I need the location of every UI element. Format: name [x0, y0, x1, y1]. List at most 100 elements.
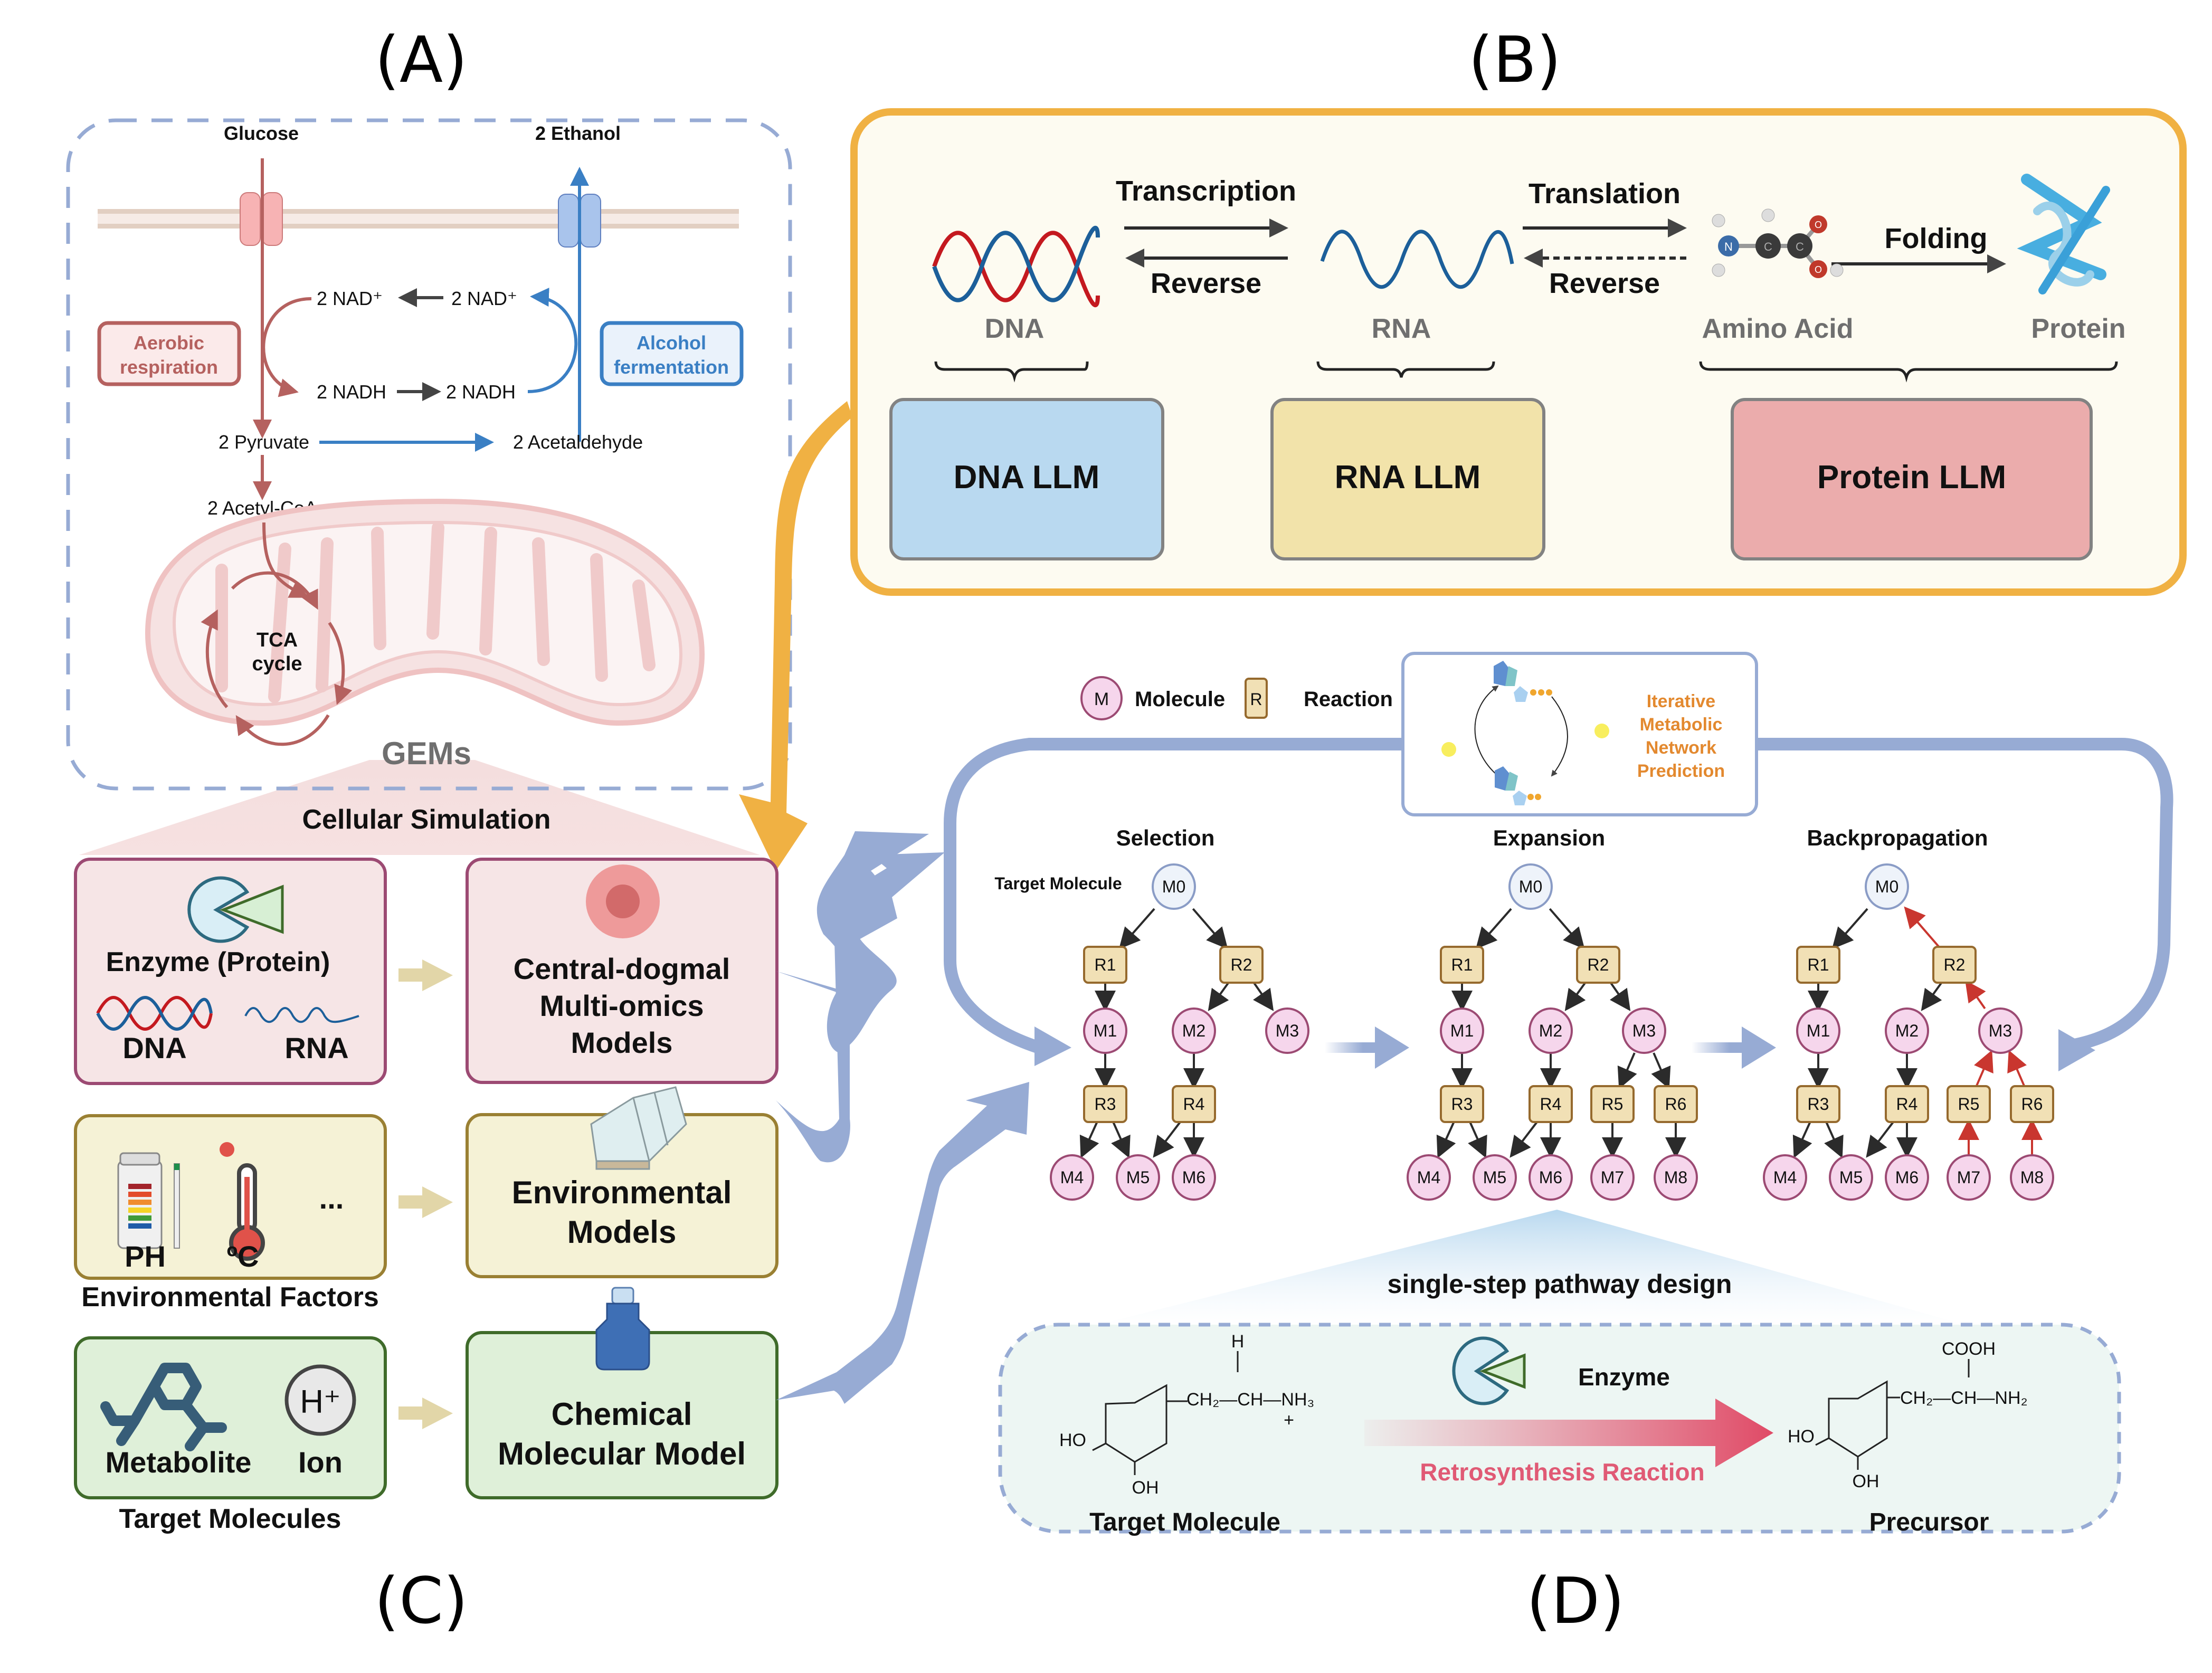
molecule-node-M0: M0: [1152, 863, 1196, 910]
iteration-loop-arrow: [944, 738, 2173, 1057]
node-label: M4: [1060, 1168, 1084, 1187]
single-step-enzyme-icon: [1452, 1336, 1510, 1405]
celsius-label: ºC: [227, 1240, 259, 1273]
single-step-title: single-step pathway design: [1388, 1269, 1732, 1299]
svg-text:Models: Models: [571, 1026, 673, 1059]
node-label: R3: [1808, 1095, 1829, 1114]
rna-llm-box: RNA LLM: [1270, 398, 1545, 560]
svg-text:fermentation: fermentation: [614, 356, 729, 378]
reaction-node-R1: R1: [1440, 946, 1484, 984]
svg-text:Aerobic: Aerobic: [134, 332, 204, 354]
tree-edge-R4-M5: [1510, 1121, 1538, 1158]
reaction-node-R3: R3: [1796, 1085, 1840, 1123]
molecule-node-M2: M2: [1529, 1007, 1573, 1054]
reaction-node-R4: R4: [1529, 1085, 1573, 1123]
dna-input-label: DNA: [122, 1031, 186, 1064]
molecule-node-M8: M8: [2010, 1154, 2054, 1201]
aerobic-nad-cycle-arrow: [262, 297, 312, 397]
dna-small-strand: [96, 996, 213, 1031]
molecule-node-M4: M4: [1050, 1154, 1094, 1201]
tree-edge-R3-M5: [1468, 1121, 1487, 1158]
tree-edge-R3-M4: [1079, 1121, 1099, 1158]
node-label: R2: [1944, 955, 1966, 974]
loop-arrowhead-left: [1034, 1026, 1071, 1066]
target-molecule-tree-label: Target Molecule: [994, 874, 1122, 893]
target-molecule-structure: [1092, 1351, 1239, 1475]
molecule-node-M3: M3: [1265, 1007, 1309, 1054]
environmental-factors-caption: Environmental Factors: [81, 1282, 378, 1313]
molecule-node-M8: M8: [1654, 1154, 1698, 1201]
row3-arrow: [398, 1398, 453, 1429]
translation-label: Translation: [1529, 178, 1681, 210]
dna-icon: [932, 226, 1100, 307]
tca-cycle-icon: [201, 571, 353, 746]
node-label: M3: [1989, 1021, 2012, 1040]
svg-text:O: O: [1815, 264, 1822, 275]
environmental-model-box: Environmental Models: [466, 1086, 779, 1278]
reaction-node-R1: R1: [1796, 946, 1840, 984]
atp-cycle-icon: [1441, 661, 1609, 805]
node-label: M8: [1664, 1168, 1687, 1187]
expansion-to-backprop-arrow: [1692, 1026, 1776, 1069]
enzyme-input-box: Enzyme (Protein) DNA RNA: [74, 858, 387, 1085]
tree-edge-M3-R5: [1617, 1052, 1637, 1089]
panel-label-a: (A): [375, 24, 468, 97]
iterative-line1: Iterative: [1647, 691, 1715, 711]
panel-label-c: (C): [374, 1565, 468, 1638]
target-molecules-caption: Target Molecules: [119, 1504, 341, 1534]
node-label: R1: [1451, 955, 1473, 974]
reaction-node-R3: R3: [1440, 1085, 1484, 1123]
svg-text:Alcohol: Alcohol: [637, 332, 706, 354]
membrane-inner-line: [98, 224, 739, 229]
stage-label-dna: DNA: [985, 313, 1045, 344]
tree-edge-M0-R1: [1118, 908, 1155, 949]
svg-text:Protein LLM: Protein LLM: [1817, 459, 2006, 496]
molecule-node-M4: M4: [1763, 1154, 1807, 1201]
iterative-prediction-box: Iterative Metabolic Network Prediction: [1401, 652, 1758, 816]
nadh-right-label: 2 NADH: [446, 381, 516, 403]
node-label: M6: [1895, 1168, 1919, 1187]
ion-symbol: H⁺: [300, 1384, 341, 1420]
legend-molecule-icon: [1080, 676, 1123, 720]
backprop-edge-R6-M3: [2007, 1050, 2027, 1087]
reaction-node-R5: R5: [1590, 1085, 1635, 1123]
protein-icon: [2017, 174, 2110, 294]
acetaldehyde-label: 2 Acetaldehyde: [513, 431, 643, 453]
backprop-edge-M3-R2: [1965, 980, 1986, 1010]
target-oh: OH: [1132, 1478, 1159, 1498]
precursor-oh: OH: [1853, 1471, 1879, 1491]
cellular-simulation-fan: [79, 760, 760, 855]
svg-text:C: C: [1764, 240, 1772, 253]
protein-brace: [1699, 361, 2118, 383]
fermentation-nad-cycle-arrow: [527, 288, 578, 393]
tca-label-line2: cycle: [252, 653, 302, 675]
chemical-model-box: Chemical Molecular Model: [466, 1287, 779, 1499]
precursor-chain: CH₂—CH—NH₂: [1900, 1388, 2028, 1408]
panel-b: Transcription Reverse Translation Revers…: [850, 108, 2187, 596]
panel-a-frame: [66, 118, 792, 791]
reagent-bottle-icon: [595, 1287, 650, 1371]
ion-label: Ion: [298, 1446, 343, 1479]
node-label: M0: [1875, 877, 1898, 896]
node-label: M2: [1895, 1021, 1919, 1040]
protein-llm-box: Protein LLM: [1731, 398, 2093, 560]
stage-label-amino-acid: Amino Acid: [1702, 313, 1854, 344]
tree-edge-R4-M5: [1153, 1121, 1181, 1158]
molecule-node-M5: M5: [1829, 1154, 1873, 1201]
node-label: M5: [1483, 1168, 1506, 1187]
panel-c: Enzyme (Protein) DNA RNA: [74, 831, 1029, 1534]
mitochondrion-icon: [145, 498, 705, 726]
selection-to-expansion-arrow: [1325, 1026, 1409, 1069]
svg-text:RNA LLM: RNA LLM: [1335, 459, 1481, 496]
molecule-node-M3: M3: [1622, 1007, 1666, 1054]
node-label: R1: [1095, 955, 1116, 974]
reaction-node-R6: R6: [2010, 1085, 2054, 1123]
retrosynthesis-label: Retrosynthesis Reaction: [1420, 1458, 1704, 1486]
tree-edge-R3-M4: [1792, 1121, 1812, 1158]
tree-edge-R3-M5: [1824, 1121, 1844, 1158]
node-label: R4: [1896, 1095, 1918, 1114]
nad-left-label: 2 NAD⁺: [317, 288, 383, 309]
greenhouse-icon: [590, 1086, 687, 1170]
